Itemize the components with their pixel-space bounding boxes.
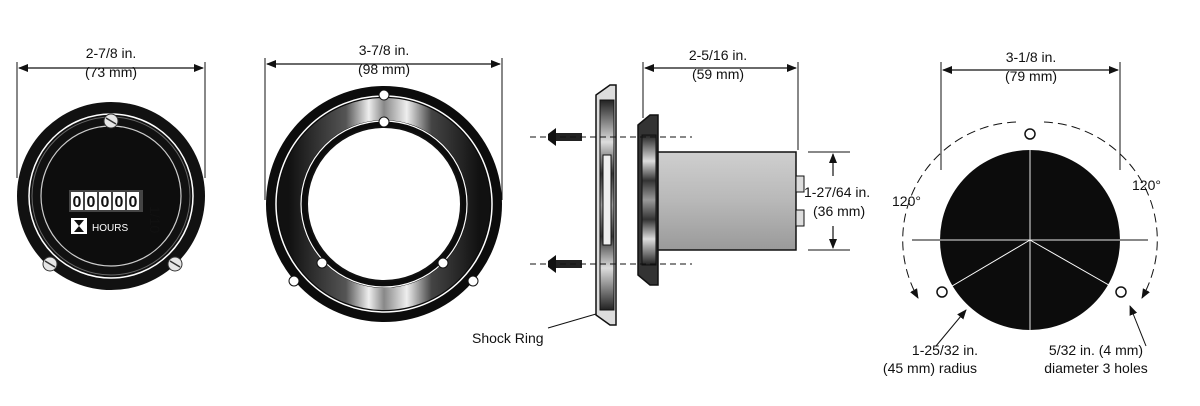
counter-wheel <box>71 192 83 210</box>
counter-wheel <box>113 192 125 210</box>
depth-label: 2-5/16 in. <box>689 47 747 63</box>
cutout-width-mm: (79 mm) <box>1005 68 1057 84</box>
counter-wheel <box>85 192 97 210</box>
screw-icon <box>42 256 58 272</box>
angle-right-label: 120° <box>1132 177 1161 193</box>
counter-digit: 0 <box>101 194 110 211</box>
angle-left-label: 120° <box>892 193 921 209</box>
counter-digit: 0 <box>87 194 96 211</box>
counter-digit: 0 <box>129 194 138 211</box>
radius-label: 1-25/32 in. <box>912 342 978 358</box>
hours-label: HOURS <box>92 223 128 234</box>
shock-ring-front-view: 3-7/8 in. (98 mm) <box>264 42 503 322</box>
hole-count-label: diameter 3 holes <box>1044 360 1148 376</box>
depth-mm: (59 mm) <box>692 66 744 82</box>
meter-width-label: 2-7/8 in. <box>86 45 137 61</box>
screw-icon <box>167 256 183 272</box>
counter-digit: 0 <box>115 194 124 211</box>
cutout-width-label: 3-1/8 in. <box>1006 49 1057 65</box>
meter-width-mm: (73 mm) <box>85 64 137 80</box>
mounting-view: 3-1/8 in. (79 mm) 120° 120° 1-25/32 in. … <box>883 49 1161 376</box>
counter-wheel <box>99 192 111 210</box>
tenths-mark: 1/10 <box>147 206 163 233</box>
hole-size-label: 5/32 in. (4 mm) <box>1049 342 1143 358</box>
screw-icon <box>103 113 119 129</box>
height-label: 1-27/64 in. <box>804 184 870 200</box>
counter-digit: 0 <box>73 194 82 211</box>
counter-wheel <box>127 192 139 210</box>
radius-mm: (45 mm) radius <box>883 360 977 376</box>
shock-ring-callout: Shock Ring <box>472 330 544 346</box>
ring-width-mm: (98 mm) <box>358 61 410 77</box>
hourglass-icon <box>71 218 87 234</box>
ring-width-label: 3-7/8 in. <box>359 42 410 58</box>
height-mm: (36 mm) <box>813 203 865 219</box>
side-view: 2-5/16 in. (59 mm) 1-27/64 in. (36 mm) S… <box>472 47 870 346</box>
